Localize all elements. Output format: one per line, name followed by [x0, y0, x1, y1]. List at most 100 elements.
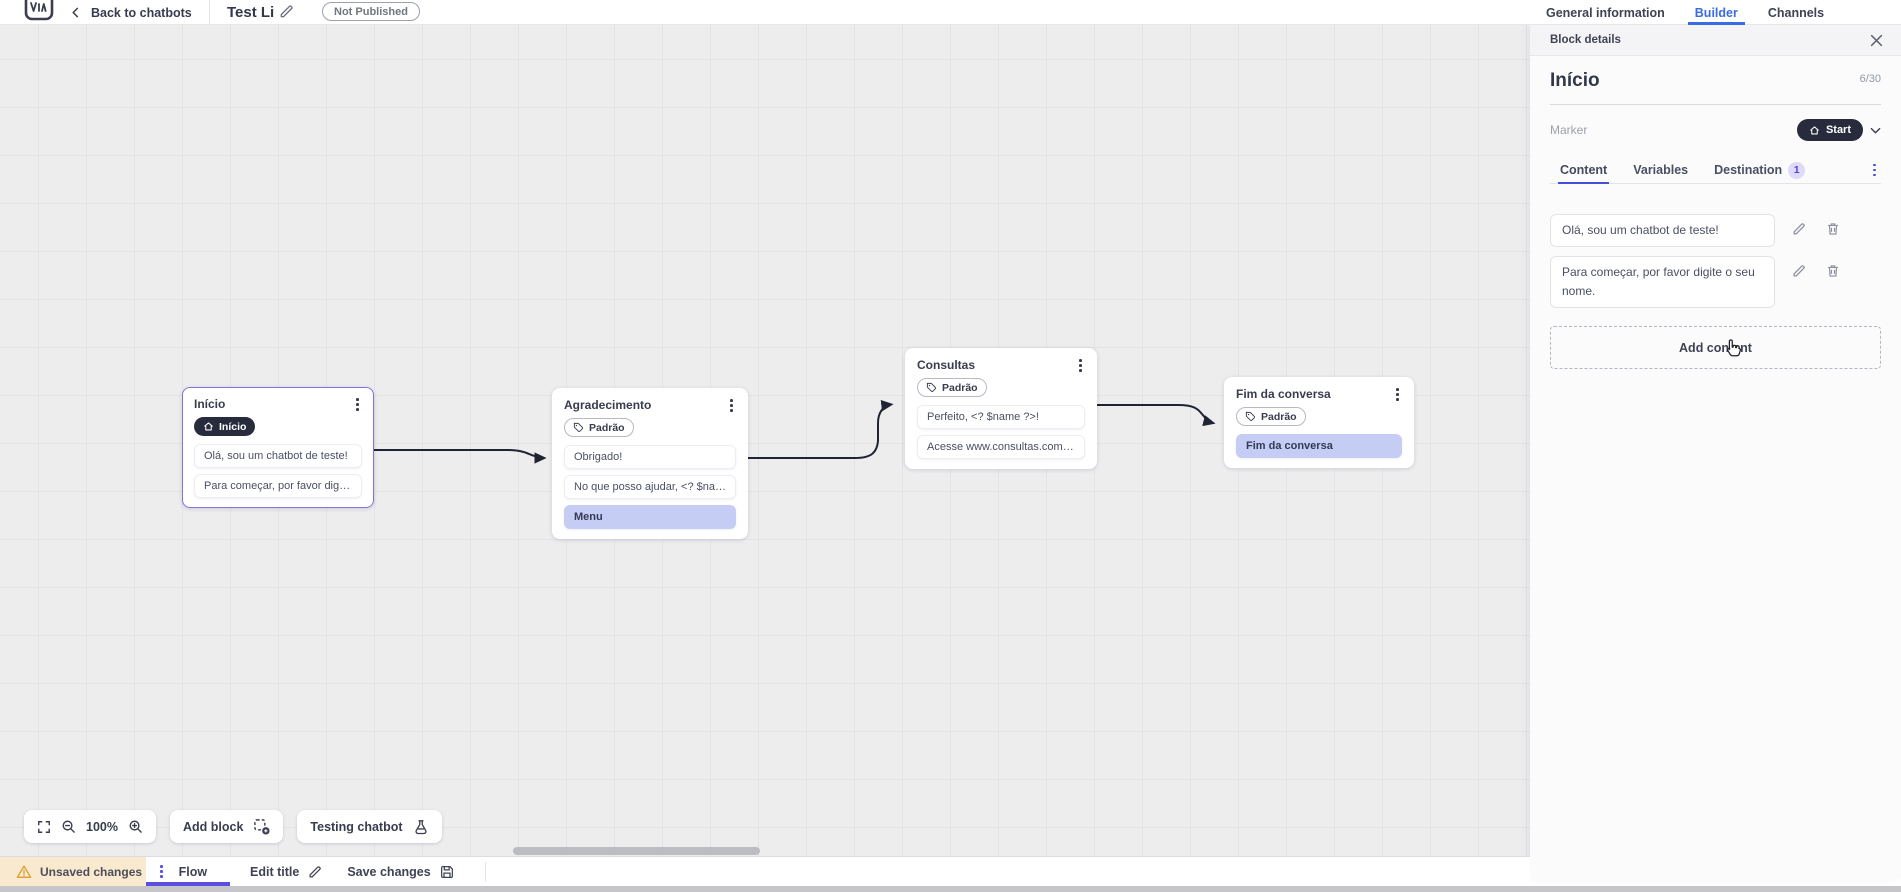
flow-connectors [374, 400, 1216, 464]
tab-general-information[interactable]: General information [1546, 5, 1665, 20]
destination-count-badge: 1 [1788, 161, 1806, 179]
block-details-panel: Block details Início 6/30 Marker Start [1530, 25, 1901, 877]
close-icon[interactable] [1870, 34, 1883, 47]
marker-dropdown[interactable]: Start [1796, 119, 1881, 141]
tag-icon [573, 422, 584, 432]
block-name-input[interactable]: Início [1550, 70, 1600, 91]
block-message-card[interactable]: Olá, sou um chatbot de teste! [194, 444, 362, 468]
flow-block-consultas[interactable]: Consultas Padrão Perfeito, <? $name ?>! … [905, 348, 1097, 469]
header-divider [209, 0, 210, 25]
chevron-down-icon[interactable] [1870, 125, 1881, 136]
flow-block-fim-da-conversa[interactable]: Fim da conversa Padrão Fim da conversa [1224, 377, 1414, 468]
block-marker-tag: Início [194, 417, 256, 436]
block-message-card[interactable]: Obrigado! [564, 445, 736, 469]
zoom-level: 100% [86, 819, 118, 834]
block-message-card[interactable]: Para começar, por favor digite o ... [194, 474, 362, 498]
warning-icon [16, 865, 32, 878]
tag-icon [926, 382, 937, 392]
edge-consultas-fim [1097, 404, 1216, 427]
block-end-card[interactable]: Fim da conversa [1236, 434, 1402, 458]
flow-tab[interactable]: Flow [146, 857, 230, 886]
panel-title: Block details [1550, 34, 1621, 46]
chatbot-title: Test Li [227, 4, 275, 21]
canvas-controls: 100% Add block Testing chatbot [24, 810, 442, 843]
delete-content-trash-icon[interactable] [1825, 221, 1841, 237]
home-icon [204, 422, 213, 431]
content-text-field[interactable]: Para começar, por favor digite o seu nom… [1550, 256, 1775, 308]
block-title: Agradecimento [564, 398, 652, 412]
tab-destination[interactable]: Destination 1 [1714, 157, 1806, 183]
block-marker-tag: Padrão [564, 418, 634, 437]
zoom-control-bar: 100% [24, 810, 156, 843]
flow-block-agradecimento[interactable]: Agradecimento Padrão Obrigado! No que po… [552, 388, 748, 539]
block-title: Consultas [917, 358, 976, 372]
block-marker-tag: Padrão [917, 378, 987, 397]
home-icon [1810, 125, 1819, 134]
block-marker-tag: Padrão [1236, 407, 1306, 426]
block-message-card[interactable]: Perfeito, <? $name ?>! [917, 405, 1085, 429]
zoom-in-icon[interactable] [128, 819, 143, 834]
block-menu-kebab-icon[interactable] [1076, 358, 1085, 373]
edit-content-pencil-icon[interactable] [1791, 263, 1807, 279]
zoom-out-icon[interactable] [61, 819, 76, 834]
tab-channels[interactable]: Channels [1767, 5, 1825, 20]
edit-title-button[interactable]: Edit title [250, 864, 323, 880]
block-message-card[interactable]: No que posso ajudar, <? $name ... [564, 475, 736, 499]
edit-title-pencil-icon[interactable] [278, 3, 295, 20]
delete-content-trash-icon[interactable] [1825, 263, 1841, 279]
horizontal-scrollbar[interactable] [513, 847, 760, 855]
app-logo-icon[interactable] [24, 0, 54, 23]
save-changes-button[interactable]: Save changes [347, 864, 454, 880]
marker-row: Marker Start [1550, 118, 1881, 142]
block-message-card[interactable]: Acesse www.consultas.com par... [917, 435, 1085, 459]
footer-divider [484, 861, 486, 882]
chevron-left-icon [72, 7, 79, 18]
save-floppy-icon [440, 865, 453, 878]
block-menu-kebab-icon[interactable] [1393, 387, 1402, 402]
flow-tab-label: Flow [178, 864, 208, 879]
block-menu-kebab-icon[interactable] [353, 397, 362, 412]
testing-chatbot-button[interactable]: Testing chatbot [297, 810, 442, 843]
panel-tabs: Content Variables Destination 1 [1550, 157, 1881, 184]
block-menu-card[interactable]: Menu [564, 505, 736, 529]
panel-tabs-kebab-icon[interactable] [1870, 163, 1879, 178]
back-to-chatbots-button[interactable]: Back to chatbots [70, 0, 192, 25]
edit-content-pencil-icon[interactable] [1791, 221, 1807, 237]
edge-inicio-agradecimento [374, 449, 547, 464]
edge-agradecimento-consultas [748, 400, 894, 459]
marker-label: Marker [1550, 123, 1588, 137]
unsaved-label: Unsaved changes [40, 864, 143, 879]
tab-builder[interactable]: Builder [1687, 0, 1745, 25]
add-block-button[interactable]: Add block [169, 810, 284, 843]
builder-nav-tabs: General information Builder Channels [1543, 0, 1827, 25]
unsaved-changes-status: Unsaved changes [0, 857, 146, 886]
status-badge: Not Published [322, 2, 420, 21]
add-content-button[interactable]: Add content [1550, 326, 1881, 369]
pencil-icon [309, 865, 322, 878]
flow-block-inicio[interactable]: Início Início Olá, sou um chatbot de tes… [182, 387, 374, 508]
content-text-field[interactable]: Olá, sou um chatbot de teste! [1550, 214, 1775, 247]
flask-icon [414, 819, 427, 834]
panel-header: Block details [1530, 25, 1901, 56]
block-name-row: Início 6/30 [1550, 70, 1881, 105]
char-counter: 6/30 [1859, 73, 1881, 85]
content-row: Olá, sou um chatbot de teste! [1550, 214, 1881, 247]
bottom-bar: Unsaved changes Flow Edit title Save cha… [0, 856, 1530, 886]
block-title: Fim da conversa [1236, 387, 1331, 401]
flow-options-kebab-icon[interactable] [157, 864, 166, 879]
content-row: Para começar, por favor digite o seu nom… [1550, 256, 1881, 308]
fullscreen-icon[interactable] [37, 820, 51, 834]
block-menu-kebab-icon[interactable] [727, 398, 736, 413]
tab-variables[interactable]: Variables [1633, 163, 1689, 177]
content-list: Olá, sou um chatbot de teste! Para começ… [1550, 214, 1881, 308]
back-label: Back to chatbots [91, 5, 192, 20]
flow-canvas[interactable]: Início Início Olá, sou um chatbot de tes… [0, 25, 1530, 856]
add-block-icon [254, 819, 270, 835]
panel-body: Início 6/30 Marker Start [1530, 56, 1901, 369]
top-header: Back to chatbots Test Li Not Published G… [0, 0, 1901, 25]
bottom-edge-strip [0, 886, 1901, 892]
tag-icon [1245, 411, 1256, 421]
start-marker-pill[interactable]: Start [1796, 119, 1863, 141]
tab-content[interactable]: Content [1557, 157, 1610, 184]
